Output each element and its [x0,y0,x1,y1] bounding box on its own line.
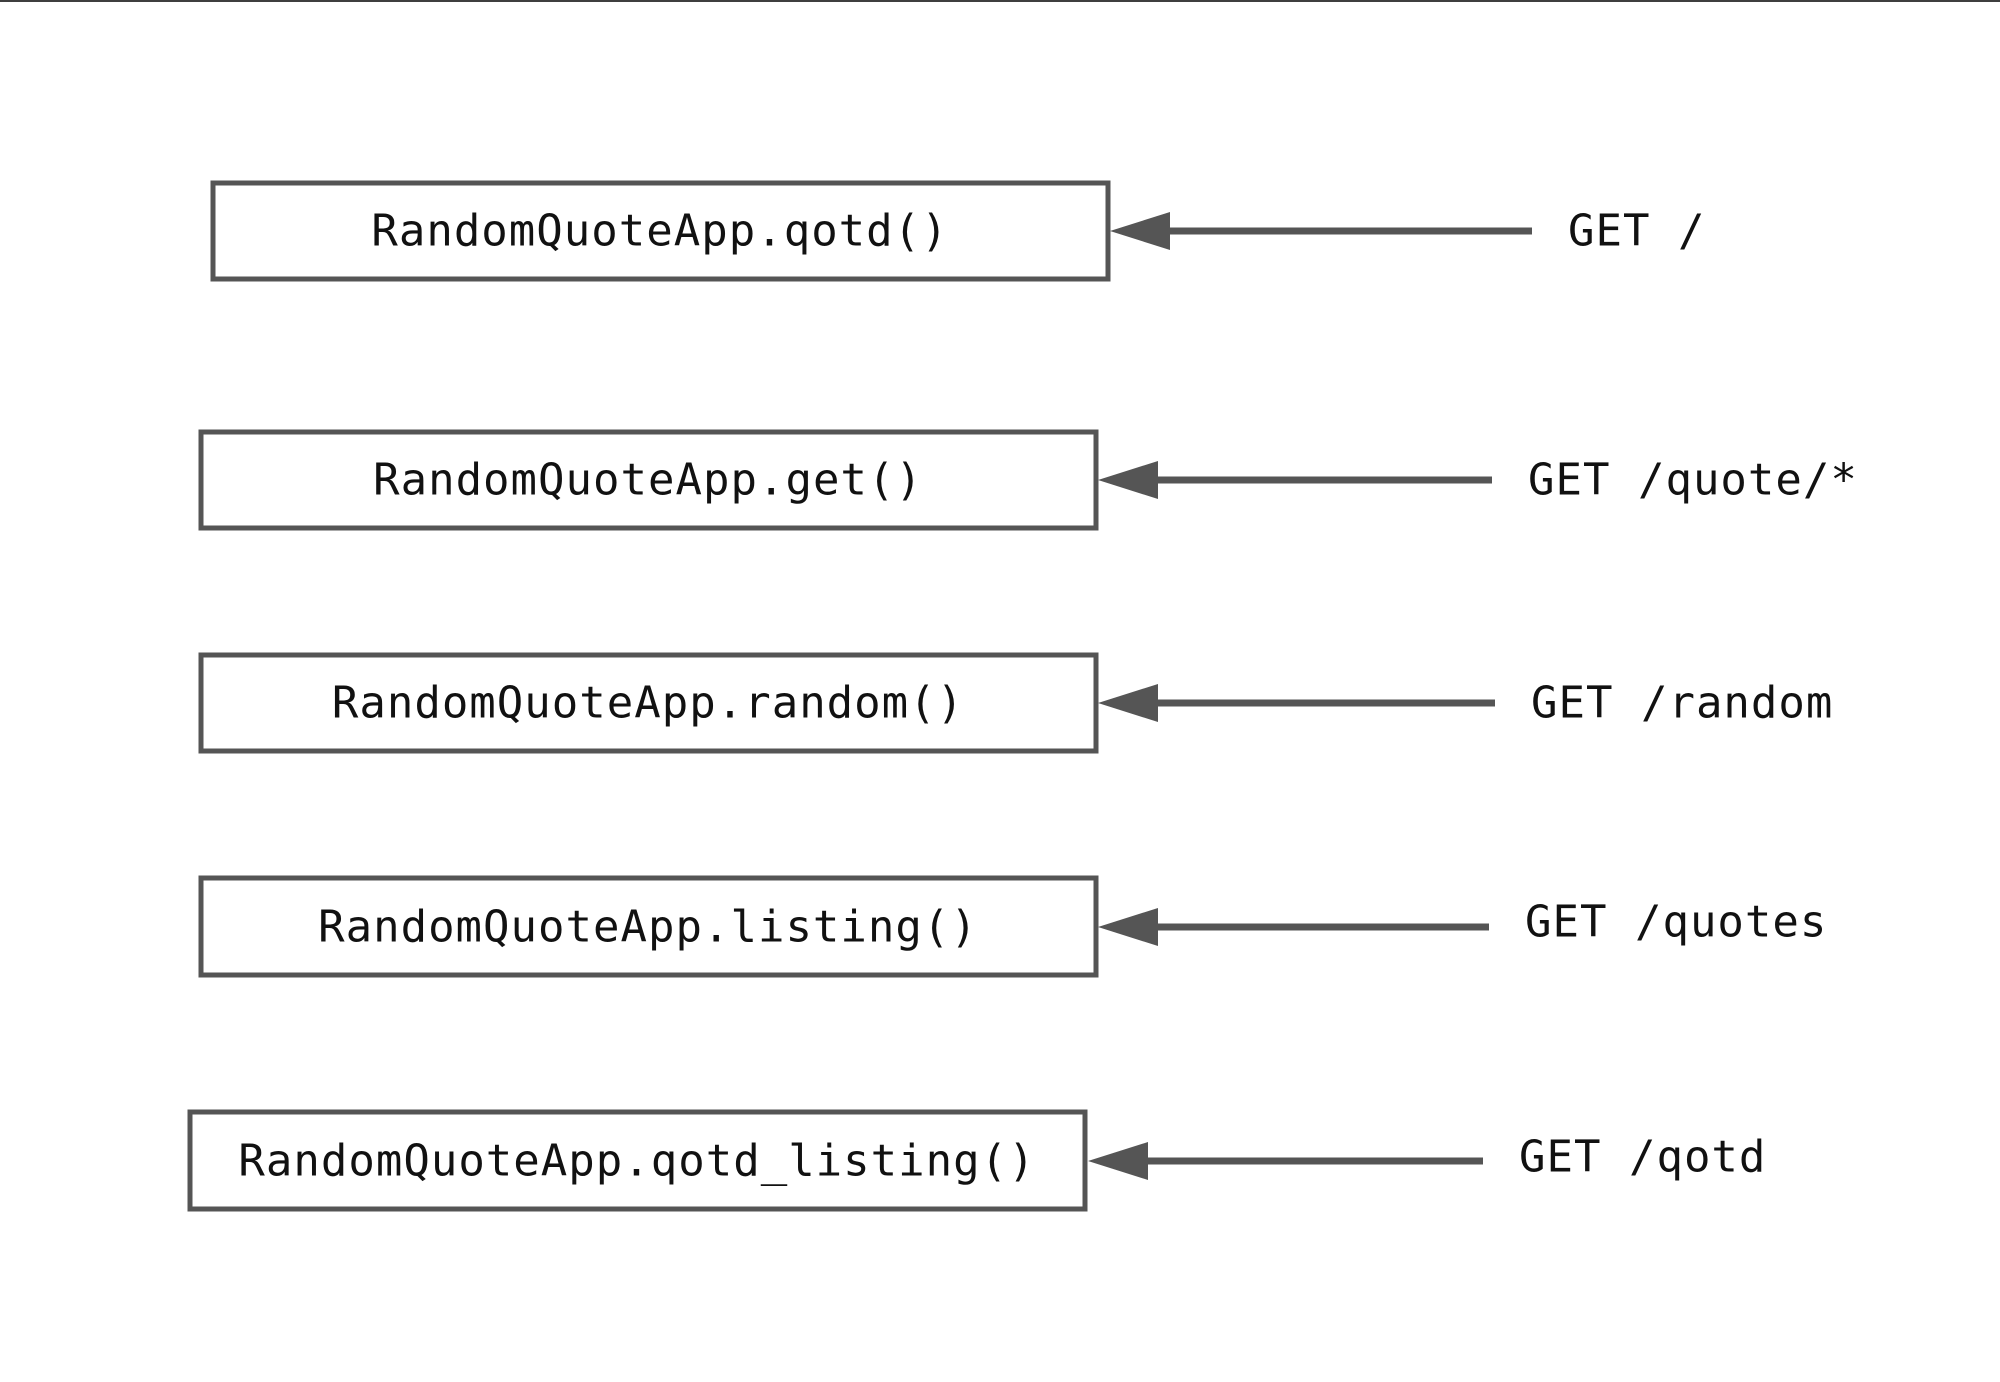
handler-label: RandomQuoteApp.qotd() [371,206,948,257]
route-row: RandomQuoteApp.qotd_listing() GET /qotd [187,1109,1766,1212]
arrow-head [1098,461,1158,499]
handler-label: RandomQuoteApp.random() [332,678,964,729]
arrow-head [1088,1142,1148,1180]
request-label: GET /random [1531,678,1833,729]
request-label: GET /quote/* [1528,455,1858,506]
handler-label: RandomQuoteApp.qotd_listing() [238,1136,1035,1187]
route-row: RandomQuoteApp.random() GET /random [198,652,1833,754]
route-row: RandomQuoteApp.qotd() GET / [210,180,1705,282]
handler-box [198,652,1099,754]
request-label: GET /quotes [1525,897,1827,948]
arrow-head [1110,212,1170,250]
arrow-head [1098,908,1158,946]
request-label: GET /qotd [1519,1132,1766,1183]
route-row: RandomQuoteApp.get() GET /quote/* [198,429,1858,531]
handler-box [198,875,1099,978]
request-label: GET / [1568,206,1705,257]
handler-label: RandomQuoteApp.get() [373,455,923,506]
handler-box [187,1109,1088,1212]
route-row: RandomQuoteApp.listing() GET /quotes [198,875,1827,978]
arrow-head [1098,684,1158,722]
handler-box [210,180,1111,282]
top-border [0,0,2000,2]
handler-label: RandomQuoteApp.listing() [318,902,978,953]
handler-box [198,429,1099,531]
